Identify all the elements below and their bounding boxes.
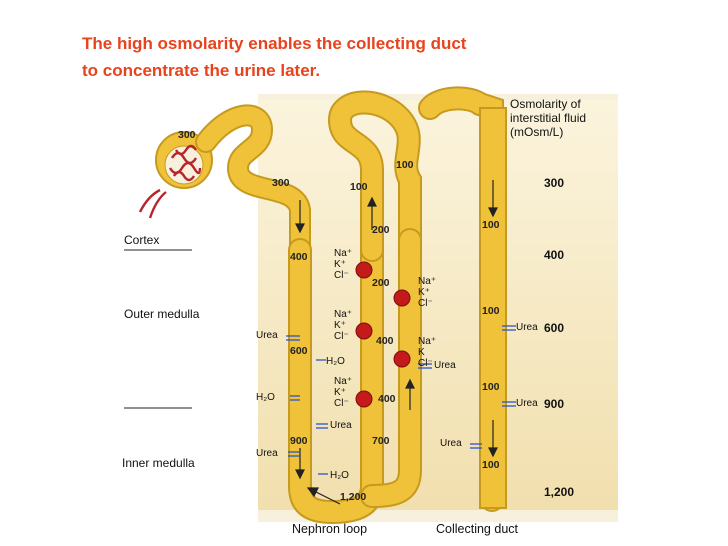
interstitial-fluid xyxy=(258,100,618,510)
ion-k-3: K⁺ xyxy=(334,320,346,331)
h2o-label-1: H₂O xyxy=(326,356,345,367)
proximal-tubule-fill xyxy=(197,106,309,267)
ion-na-4: Na⁺ xyxy=(418,336,436,347)
h2o-label-3: H₂O xyxy=(330,470,349,481)
caption-line-1: The high osmolarity enables the collecti… xyxy=(82,34,467,53)
zone-cortex: Cortex xyxy=(124,233,159,247)
zone-outer-medulla: Outer medulla xyxy=(124,307,200,321)
caption-line-2: to concentrate the urine later. xyxy=(82,61,321,80)
distal-tubule-fill xyxy=(329,92,420,260)
ion-k-5: K⁺ xyxy=(334,387,346,398)
legend-line-2: interstitial fluid xyxy=(510,111,586,125)
ion-na-3: Na⁺ xyxy=(334,309,352,320)
duct-value-4: 100 xyxy=(482,459,500,471)
value-asc-top-1: 100 xyxy=(396,159,414,171)
value-asc-2: 200 xyxy=(372,277,390,289)
value-desc-2: 600 xyxy=(290,345,308,357)
ion-k-4: K xyxy=(418,347,425,358)
legend-line-1: Osmolarity of xyxy=(510,97,581,111)
ion-cl-3: Cl⁻ xyxy=(334,331,349,342)
ion-k-2: K⁺ xyxy=(418,287,430,298)
ion-na-1: Na⁺ xyxy=(334,248,352,259)
value-asc-4: 400 xyxy=(378,393,396,405)
value-desc-1: 400 xyxy=(290,251,308,263)
value-bottom: 1,200 xyxy=(340,491,366,503)
urea-label-2: Urea xyxy=(330,420,352,431)
value-proximal: 300 xyxy=(272,177,290,189)
ion-pumps xyxy=(355,261,411,408)
urea-label-7: Urea xyxy=(516,398,538,409)
ion-na-2: Na⁺ xyxy=(418,276,436,287)
urea-label-4: Urea xyxy=(434,360,456,371)
pump-3 xyxy=(355,322,373,340)
transport-arrows xyxy=(286,325,516,475)
ascending-limb-thick-fill xyxy=(362,230,420,506)
scale-600: 600 xyxy=(544,321,564,335)
duct-value-1: 100 xyxy=(482,219,500,231)
scale-1200: 1,200 xyxy=(544,485,574,499)
urea-label-5: Urea xyxy=(440,438,462,449)
ion-cl-5: Cl⁻ xyxy=(334,398,349,409)
tissue-top-mask xyxy=(118,84,618,94)
collecting-duct-body xyxy=(479,107,507,509)
value-desc-3: 900 xyxy=(290,435,308,447)
pump-2 xyxy=(393,289,411,307)
ion-k-1: K⁺ xyxy=(334,259,346,270)
pump-4 xyxy=(393,350,411,368)
value-glomerulus: 300 xyxy=(178,129,196,141)
h2o-label-2: H₂O xyxy=(256,392,275,403)
label-nephron-loop: Nephron loop xyxy=(292,522,367,536)
pump-1 xyxy=(355,261,373,279)
zone-inner-medulla: Inner medulla xyxy=(122,456,195,470)
scale-300: 300 xyxy=(544,176,564,190)
value-asc-5: 700 xyxy=(372,435,390,447)
urea-label-1: Urea xyxy=(256,330,278,341)
ion-na-5: Na⁺ xyxy=(334,376,352,387)
pump-5 xyxy=(355,390,373,408)
ion-cl-2: Cl⁻ xyxy=(418,298,433,309)
glomerulus-capillaries xyxy=(138,144,202,219)
caption: The high osmolarity enables the collecti… xyxy=(82,30,642,84)
legend-line-3: (mOsm/L) xyxy=(510,125,563,139)
flow-arrows xyxy=(295,180,498,505)
urea-label-3: Urea xyxy=(256,448,278,459)
label-collecting-duct: Collecting duct xyxy=(436,522,519,536)
collecting-duct-fill xyxy=(420,88,502,510)
value-asc-3: 400 xyxy=(376,335,394,347)
ion-cl-4: Cl⁻ xyxy=(418,358,433,369)
ion-cl-1: Cl⁻ xyxy=(334,270,349,281)
duct-value-2: 100 xyxy=(482,305,500,317)
value-asc-1: 200 xyxy=(372,224,390,236)
scale-900: 900 xyxy=(544,397,564,411)
value-asc-top-2: 100 xyxy=(350,181,368,193)
scale-400: 400 xyxy=(544,248,564,262)
urea-label-6: Urea xyxy=(516,322,538,333)
duct-value-3: 100 xyxy=(482,381,500,393)
